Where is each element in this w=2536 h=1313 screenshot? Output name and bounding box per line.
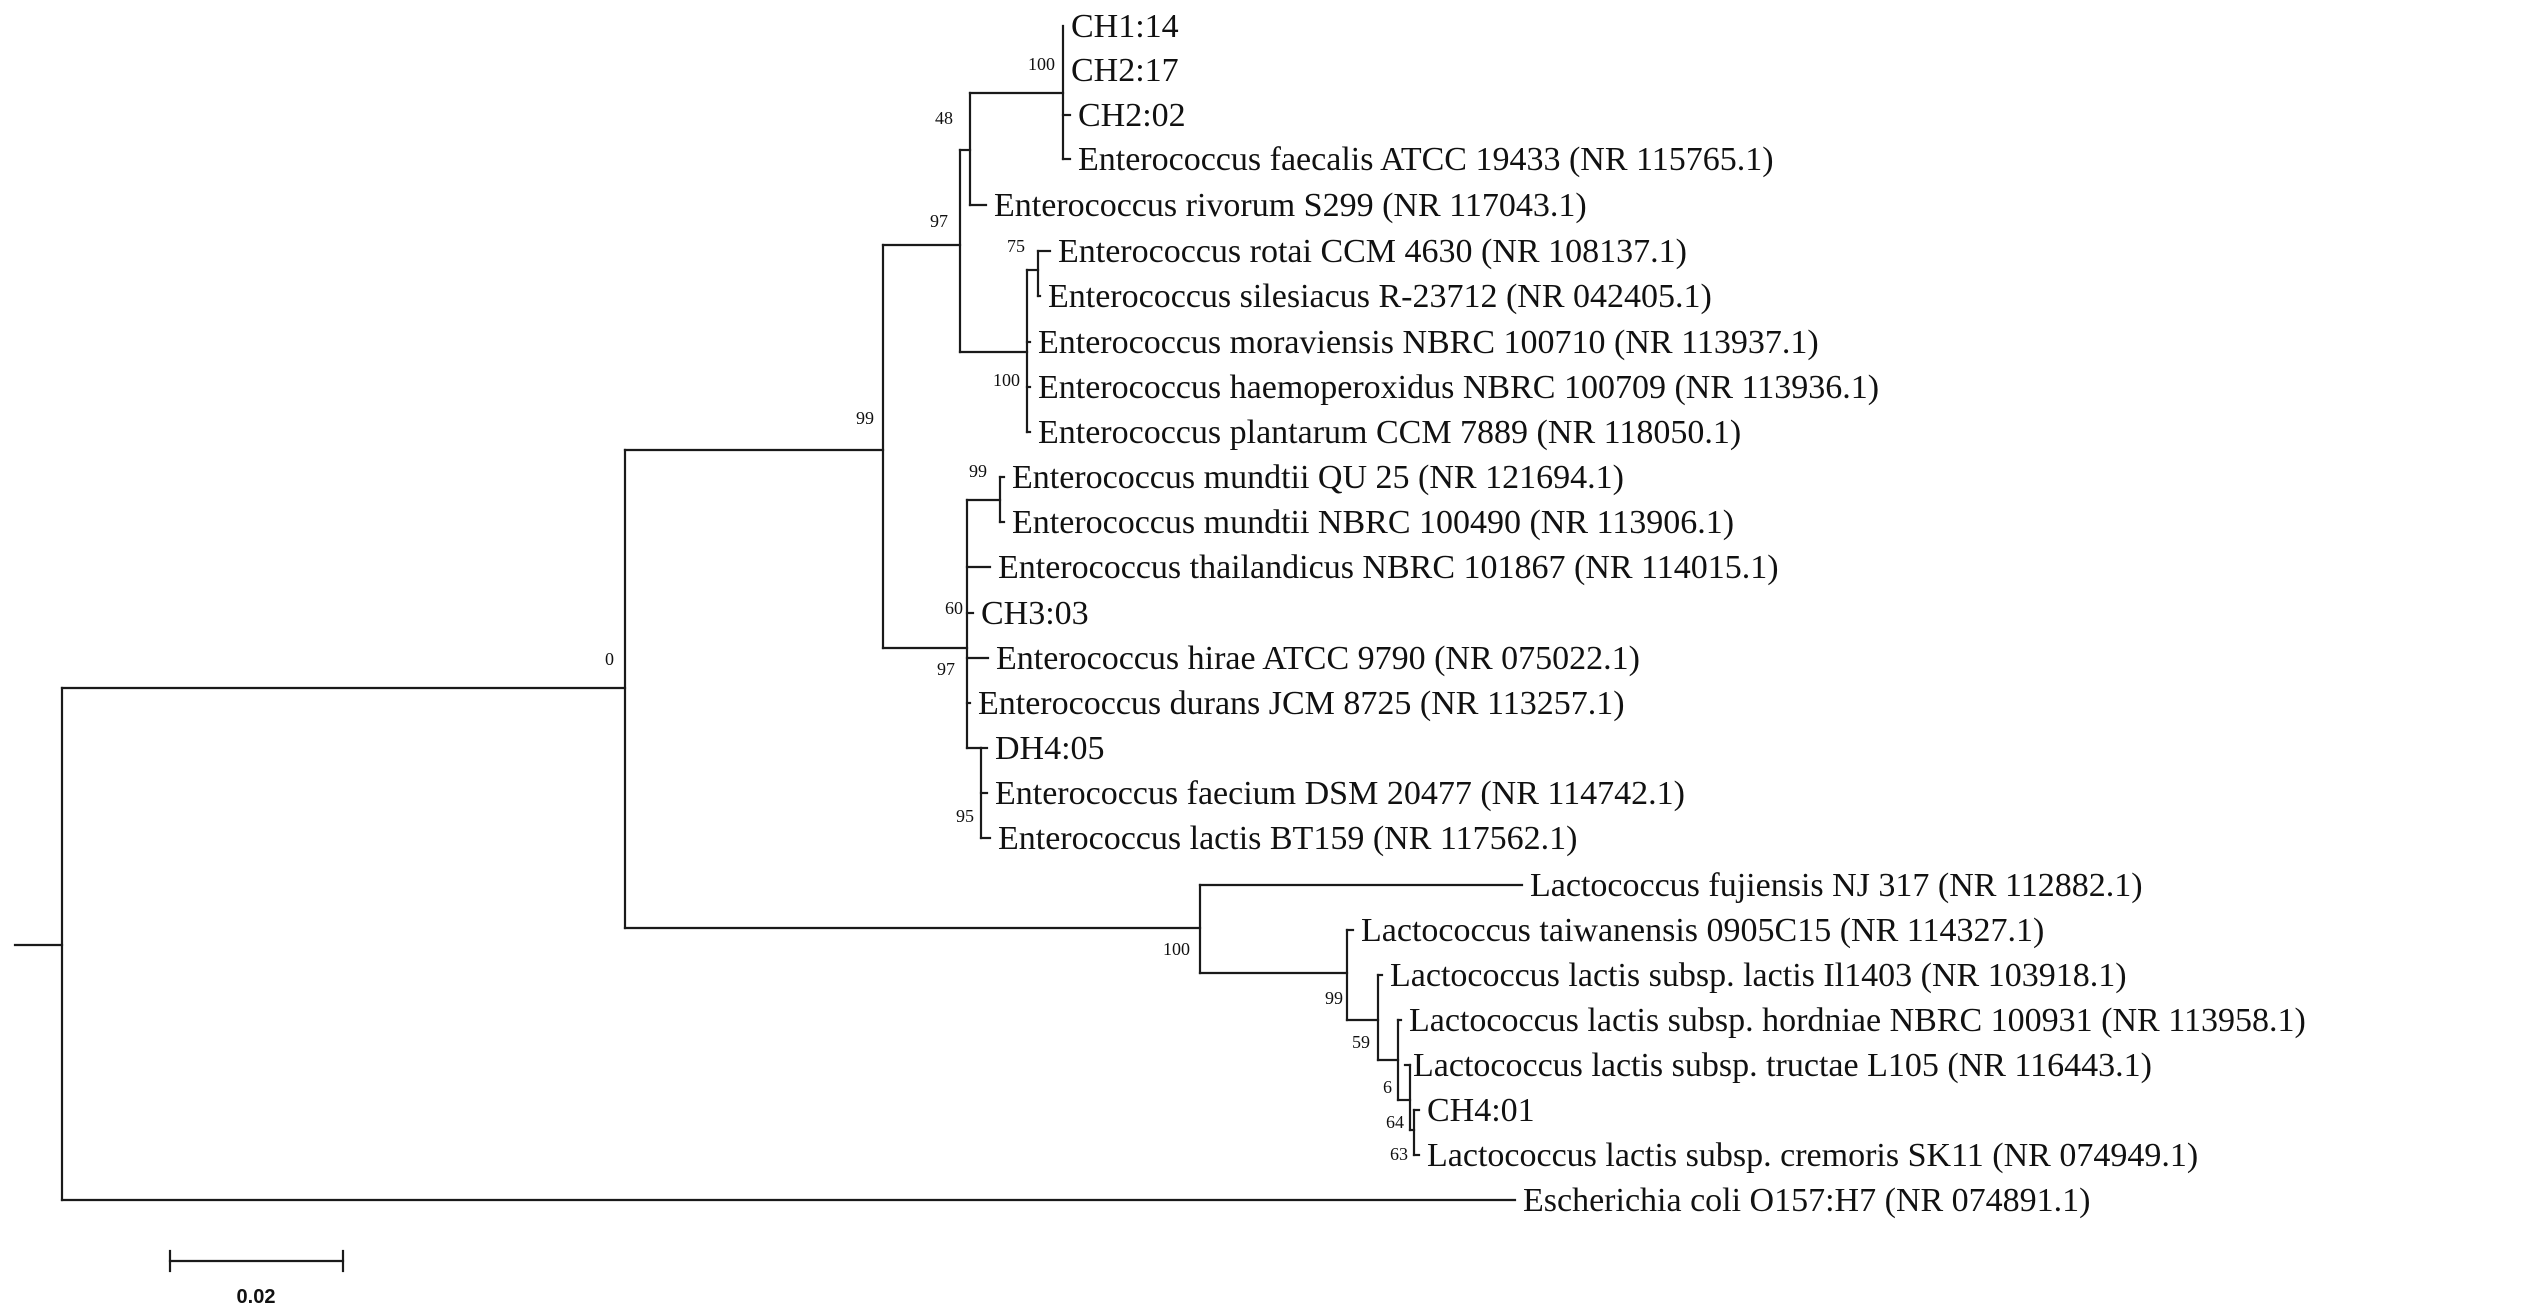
leaf-label-e-mundtii-qu25: Enterococcus mundtii QU 25 (NR 121694.1) (1012, 459, 1624, 496)
bootstrap-value: 6 (1383, 1077, 1392, 1097)
leaf-label-e-lactis: Enterococcus lactis BT159 (NR 117562.1) (998, 820, 1577, 857)
leaf-label-l-taiwanensis: Lactococcus taiwanensis 0905C15 (NR 1143… (1361, 912, 2044, 949)
bootstrap-value: 0 (605, 649, 614, 669)
tree-branches (13, 24, 1524, 1202)
bootstrap-values: 100 48 97 75 100 99 99 60 97 95 0 100 99 59 6 64 63 (605, 54, 1408, 1164)
bootstrap-value: 99 (856, 408, 874, 428)
bootstrap-value: 100 (993, 370, 1020, 390)
bootstrap-value: 100 (1163, 939, 1190, 959)
bootstrap-value: 63 (1390, 1144, 1408, 1164)
scale-bar-label: 0.02 (237, 1286, 276, 1308)
leaf-label-l-lactis-hordniae: Lactococcus lactis subsp. hordniae NBRC … (1409, 1002, 2306, 1039)
leaf-label-e-durans: Enterococcus durans JCM 8725 (NR 113257.… (978, 685, 1625, 722)
bootstrap-value: 99 (1325, 988, 1343, 1008)
leaf-label-ch1-14: CH1:14 (1071, 8, 1179, 45)
leaf-label-ch2-02: CH2:02 (1078, 97, 1186, 134)
leaf-label-e-silesiacus: Enterococcus silesiacus R-23712 (NR 0424… (1048, 278, 1712, 315)
leaf-label-ch4-01: CH4:01 (1427, 1092, 1535, 1129)
leaf-label-l-lactis-cremoris: Lactococcus lactis subsp. cremoris SK11 … (1427, 1137, 2198, 1174)
leaf-label-ch3-03: CH3:03 (981, 595, 1089, 632)
leaf-label-e-coli: Escherichia coli O157:H7 (NR 074891.1) (1523, 1182, 2091, 1219)
bootstrap-value: 100 (1028, 54, 1055, 74)
bootstrap-value: 99 (969, 461, 987, 481)
leaf-label-l-lactis-tructae: Lactococcus lactis subsp. tructae L105 (… (1413, 1047, 2152, 1084)
leaf-label-e-hirae: Enterococcus hirae ATCC 9790 (NR 075022.… (996, 640, 1640, 677)
bootstrap-value: 48 (935, 108, 953, 128)
bootstrap-value: 75 (1007, 236, 1025, 256)
bootstrap-value: 95 (956, 806, 974, 826)
leaf-label-e-mundtii-nbrc: Enterococcus mundtii NBRC 100490 (NR 113… (1012, 504, 1734, 541)
leaf-label-e-haemoperoxidus: Enterococcus haemoperoxidus NBRC 100709 … (1038, 369, 1879, 406)
leaf-label-e-faecalis: Enterococcus faecalis ATCC 19433 (NR 115… (1078, 141, 1774, 178)
leaf-label-e-moraviensis: Enterococcus moraviensis NBRC 100710 (NR… (1038, 324, 1819, 361)
bootstrap-value: 97 (937, 659, 955, 679)
bootstrap-value: 97 (930, 211, 948, 231)
bootstrap-value: 64 (1386, 1112, 1404, 1132)
bootstrap-value: 60 (945, 598, 963, 618)
leaf-label-l-fujiensis: Lactococcus fujiensis NJ 317 (NR 112882.… (1530, 867, 2143, 904)
leaf-label-dh4-05: DH4:05 (995, 730, 1105, 767)
leaf-label-l-lactis-lactis: Lactococcus lactis subsp. lactis Il1403 … (1390, 957, 2127, 994)
scale-bar: 0.02 (168, 1249, 345, 1308)
leaf-label-e-faecium: Enterococcus faecium DSM 20477 (NR 11474… (995, 775, 1685, 812)
bootstrap-value: 59 (1352, 1032, 1370, 1052)
leaf-label-e-rotai: Enterococcus rotai CCM 4630 (NR 108137.1… (1058, 233, 1687, 270)
leaf-label-e-rivorum: Enterococcus rivorum S299 (NR 117043.1) (994, 187, 1587, 224)
leaf-label-ch2-17: CH2:17 (1071, 52, 1179, 89)
leaf-label-e-plantarum: Enterococcus plantarum CCM 7889 (NR 1180… (1038, 414, 1741, 451)
leaf-label-e-thailandicus: Enterococcus thailandicus NBRC 101867 (N… (998, 549, 1779, 586)
